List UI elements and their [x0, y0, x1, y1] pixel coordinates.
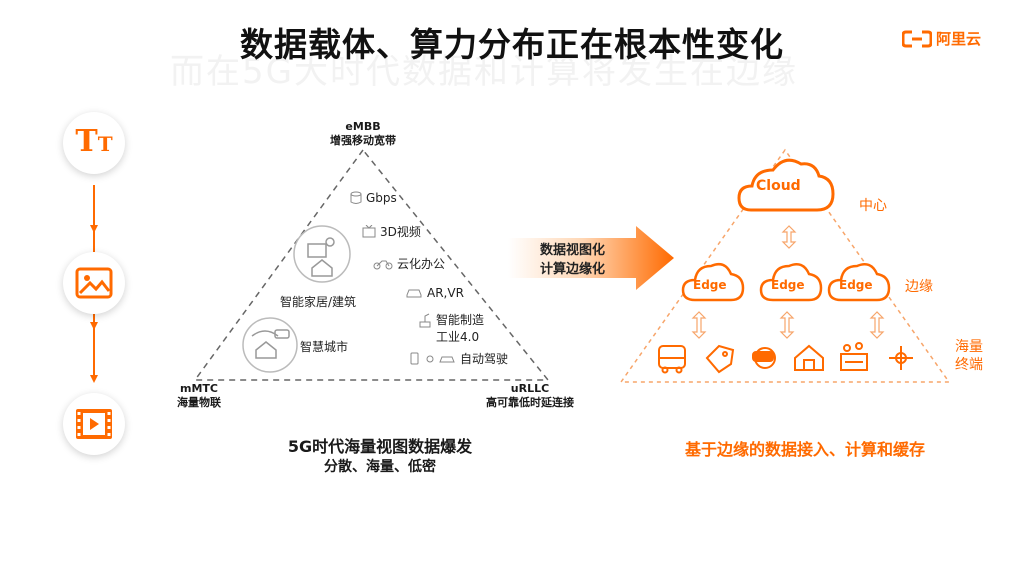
- item-auto-drive: 自动驾驶: [410, 350, 508, 367]
- house-icon: [794, 344, 824, 371]
- robot-arm-icon: [419, 313, 431, 328]
- video-icon: [63, 393, 125, 455]
- level-device-line1: 海量: [955, 339, 983, 355]
- image-icon: [63, 252, 125, 314]
- cloud-label: Cloud: [756, 178, 801, 194]
- smart-mfg-line2: 工业4.0: [436, 330, 480, 344]
- embb-label: eMBB 增强移动宽带: [300, 120, 426, 148]
- cloud-icon: [737, 158, 835, 212]
- item-3d-video: 3D视频: [362, 223, 421, 240]
- urllc-subtitle: 高可靠低时延连接: [486, 396, 574, 409]
- background-ghost-text: 而在5G大时代数据和计算将发生在边缘: [170, 52, 798, 92]
- edge-label-1: Edge: [693, 278, 727, 292]
- item-gbps: Gbps: [350, 191, 397, 205]
- edge-label-2: Edge: [771, 278, 805, 292]
- level-center-label: 中心: [859, 198, 887, 214]
- level-device-label: 海量 终端: [955, 338, 983, 374]
- factory-icon: [840, 342, 868, 371]
- tag-icon: [705, 344, 735, 374]
- left-caption-sub: 分散、海量、低密: [324, 459, 436, 475]
- urllc-label: uRLLC 高可靠低时延连接: [470, 382, 590, 410]
- arrow-line2: 计算边缘化: [540, 262, 606, 277]
- bus-icon: [658, 345, 686, 374]
- page-title: 数据载体、算力分布正在根本性变化: [240, 25, 784, 64]
- item-smart-home: 智能家居/建筑: [280, 295, 357, 309]
- aliyun-logo-icon: [902, 30, 932, 47]
- arrow-label: 数据视图化 计算边缘化: [540, 241, 605, 279]
- right-caption: 基于边缘的数据接入、计算和缓存: [684, 440, 925, 459]
- embb-subtitle: 增强移动宽带: [330, 134, 396, 147]
- level-device-line2: 终端: [955, 357, 983, 373]
- transform-arrow: [508, 226, 674, 290]
- mmtc-subtitle: 海量物联: [177, 396, 221, 409]
- embb-title: eMBB: [345, 120, 381, 133]
- phone-car-icon: [410, 352, 455, 365]
- item-cloud-office: 云化办公: [373, 255, 445, 272]
- 5g-triangle: [193, 148, 550, 381]
- motorbike-icon: [373, 260, 393, 269]
- urllc-title: uRLLC: [510, 382, 550, 395]
- smart-mfg-line1: 智能制造: [436, 313, 485, 327]
- item-smart-city: 智慧城市: [300, 340, 349, 354]
- brand-logo: 阿里云: [902, 28, 981, 49]
- tv-icon: [362, 225, 376, 238]
- vr-headset-icon: [752, 347, 776, 369]
- item-ar-vr: AR,VR: [405, 286, 464, 300]
- item-smart-manufacturing: 智能制造 工业4.0: [418, 312, 484, 346]
- mmtc-label: mMTC 海量物联: [164, 382, 234, 410]
- left-caption-main: 5G时代海量视图数据爆发: [287, 437, 473, 456]
- text-format-icon: TT: [63, 112, 125, 174]
- arrow-line1: 数据视图化: [540, 243, 606, 258]
- car-icon: [406, 289, 422, 298]
- mmtc-title: mMTC: [180, 382, 218, 395]
- level-edge-label: 边缘: [905, 279, 933, 295]
- database-icon: [350, 191, 362, 204]
- edge-label-3: Edge: [839, 278, 873, 292]
- edge-computing-diagram: [619, 148, 951, 383]
- logo-text: 阿里云: [936, 30, 982, 48]
- drone-icon: [889, 346, 913, 370]
